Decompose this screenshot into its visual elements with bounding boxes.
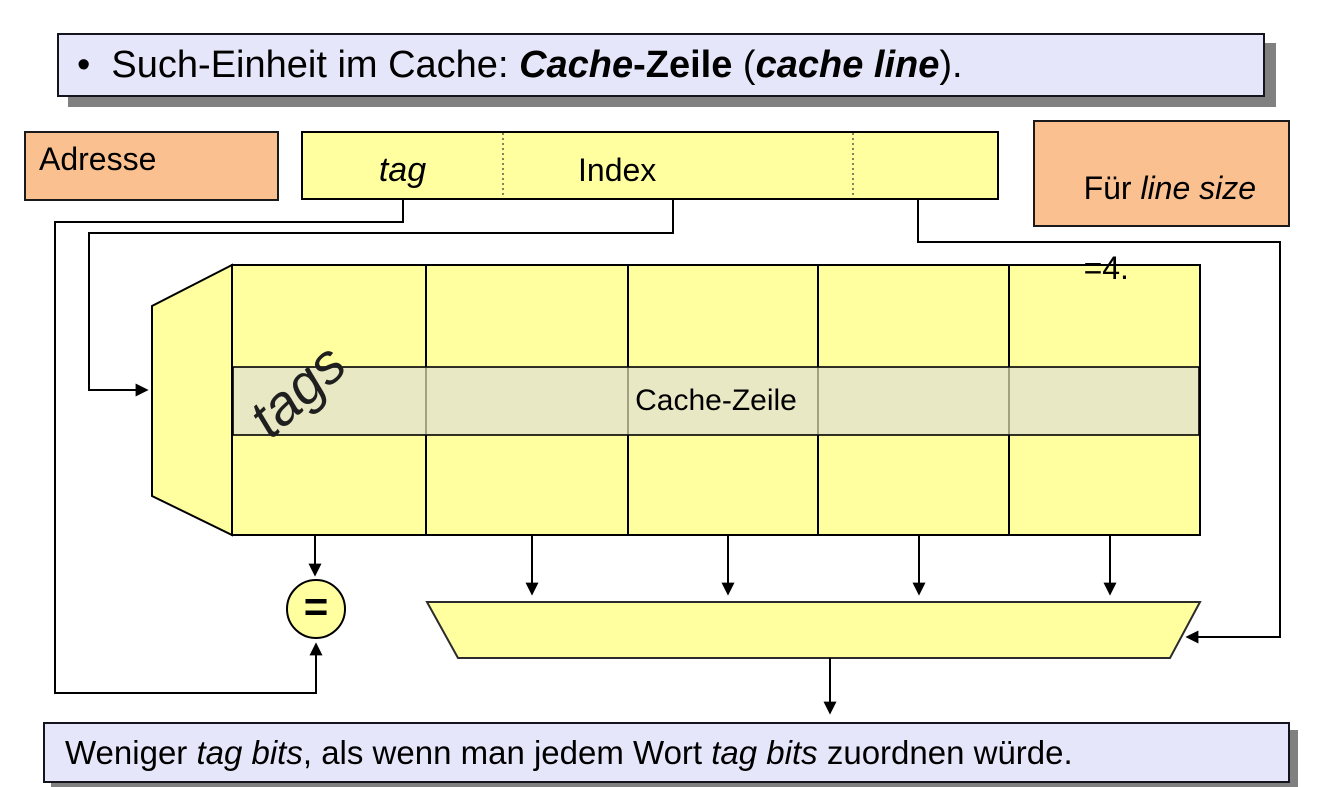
bottom-note-italic-1: tag bits <box>196 733 303 771</box>
top-banner-mid: ( <box>732 43 756 86</box>
grid-column-lines-through-highlight <box>425 368 1010 434</box>
top-banner-bold-italic-1: Cache <box>519 43 634 86</box>
bottom-note-suffix: zuordnen würde. <box>817 733 1073 771</box>
bullet-icon: • <box>77 43 91 86</box>
index-text: Index <box>578 152 657 188</box>
cache-line-row-label: Cache-Zeile <box>232 367 1200 435</box>
top-banner-suffix: ). <box>939 43 963 86</box>
grid-column-lines <box>425 265 1010 535</box>
line-size-note: Für line size =4. <box>1033 120 1290 286</box>
line-size-text-2: =4. <box>1083 250 1129 286</box>
top-banner-bold-1: -Zeile <box>633 43 733 86</box>
address-label: Adresse <box>39 141 157 177</box>
comparator-circle <box>286 579 346 639</box>
connector-offset-to-mux-select <box>917 199 1281 644</box>
cache-line-row-highlight <box>232 366 1200 436</box>
mux-trapezoid <box>425 601 1202 659</box>
field-tag-label: tag <box>302 132 503 199</box>
bottom-note-prefix: Weniger <box>65 733 197 771</box>
line-size-text-1: Für <box>1083 170 1141 206</box>
connector-index-to-array <box>88 198 674 397</box>
tag-text: tag <box>378 151 427 189</box>
line-size-italic: line size <box>1140 170 1257 206</box>
top-banner: • Such-Einheit im Cache: Cache-Zeile (ca… <box>57 33 1265 97</box>
bottom-note-mid: , als wenn man jedem Wort <box>302 733 712 771</box>
comparator-symbol: = <box>303 583 329 630</box>
address-field-box <box>301 131 999 200</box>
bottom-note-italic-2: tag bits <box>711 733 818 771</box>
bottom-note: Weniger tag bits, als wenn man jedem Wor… <box>43 722 1290 783</box>
top-banner-text: Such-Einheit im Cache: <box>90 43 520 86</box>
top-banner-bold-italic-2: cache line <box>755 43 940 86</box>
pentagon-shape <box>151 263 233 537</box>
field-index-label: Index <box>503 132 853 199</box>
connector-tag-to-comparator <box>54 199 404 694</box>
cache-line-text: Cache-Zeile <box>635 384 797 417</box>
address-label-box: Adresse <box>24 131 279 201</box>
